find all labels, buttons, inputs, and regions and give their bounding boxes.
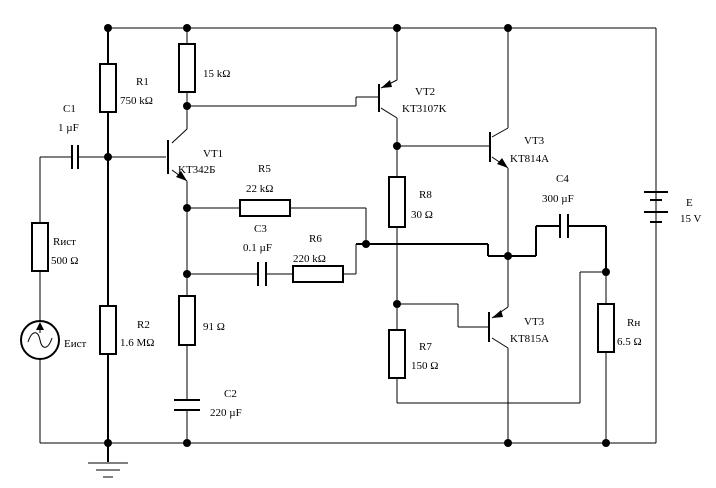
capacitor-c4	[559, 214, 569, 238]
label-r7: R7	[419, 341, 432, 353]
label-rn: Rн	[627, 317, 640, 329]
label-15k: 15 kΩ	[203, 68, 230, 80]
capacitor-c1	[71, 145, 79, 169]
junctions	[104, 24, 610, 447]
transistor-vt3-kt814a	[489, 132, 508, 168]
resistor-r8	[388, 176, 406, 228]
resistor-91	[178, 295, 196, 346]
label-c3-value: 0.1 µF	[243, 242, 272, 254]
resistor-15k	[178, 43, 196, 93]
label-vt1: VT1	[203, 148, 223, 160]
label-vt1-type: KT342Б	[178, 164, 215, 176]
transistors	[167, 80, 508, 342]
label-eist: Eист	[64, 338, 86, 350]
label-r6: R6	[309, 233, 322, 245]
label-r1-value: 750 kΩ	[120, 95, 153, 107]
label-vt3-a: VT3	[524, 135, 545, 147]
label-r2: R2	[137, 319, 150, 331]
label-e: E	[686, 197, 693, 209]
resistor-r2	[99, 305, 117, 355]
ground-symbol	[88, 462, 128, 478]
label-c1-value: 1 µF	[58, 122, 79, 134]
label-vt2-type: KT3107K	[402, 103, 447, 115]
label-r5: R5	[258, 163, 271, 175]
label-rn-value: 6.5 Ω	[617, 336, 642, 348]
label-r5-value: 22 kΩ	[246, 183, 273, 195]
label-r8: R8	[419, 189, 432, 201]
transistor-vt3-kt815a	[488, 310, 503, 342]
resistor-rn	[597, 303, 615, 353]
label-c1: C1	[63, 103, 76, 115]
battery-e	[644, 191, 668, 223]
transistor-vt1	[167, 140, 187, 181]
label-r2-value: 1.6 MΩ	[120, 337, 154, 349]
resistor-r6	[292, 265, 344, 283]
label-c4-value: 300 µF	[542, 193, 574, 205]
label-vt2: VT2	[415, 86, 435, 98]
resistors	[31, 43, 615, 379]
label-vt3-b-type: KT815A	[510, 333, 549, 345]
label-vt3-b: VT3	[524, 316, 545, 328]
label-rist: Rист	[53, 236, 76, 248]
label-c4: C4	[556, 173, 569, 185]
resistor-r5	[239, 199, 291, 217]
label-r1: R1	[136, 76, 149, 88]
label-c2-value: 220 µF	[210, 407, 242, 419]
labels: C1 1 µF R1 750 kΩ 15 kΩ VT1 KT342Б R5 22…	[51, 68, 702, 419]
resistor-r1	[99, 63, 117, 113]
resistor-rist	[31, 222, 49, 272]
label-r8-value: 30 Ω	[411, 209, 433, 221]
label-c2: C2	[224, 388, 237, 400]
label-e-value: 15 V	[680, 213, 702, 225]
label-vt3-a-type: KT814A	[510, 153, 549, 165]
label-c3: C3	[254, 223, 267, 235]
capacitors	[71, 145, 569, 411]
label-rist-value: 500 Ω	[51, 255, 78, 267]
capacitor-c3	[257, 262, 267, 286]
label-r7-value: 150 Ω	[411, 360, 438, 372]
resistor-r7	[388, 329, 406, 379]
transistor-vt2	[378, 80, 392, 112]
capacitor-c2	[174, 399, 200, 411]
label-r6-value: 220 kΩ	[293, 253, 326, 265]
wires	[39, 27, 657, 462]
ac-source-eist	[20, 320, 60, 360]
label-91: 91 Ω	[203, 321, 225, 333]
